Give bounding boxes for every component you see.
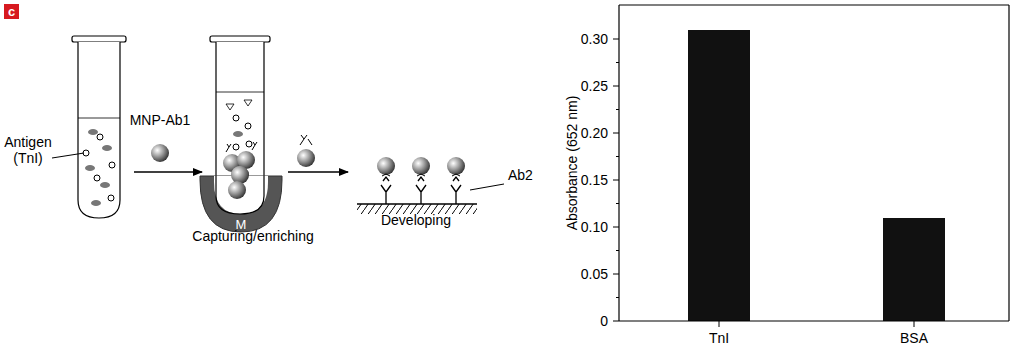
step-label: Capturing/enriching xyxy=(192,228,313,244)
step-label: Developing xyxy=(381,212,451,228)
category-label: BSA xyxy=(900,330,928,346)
tick-label: 0.10 xyxy=(581,219,608,235)
test-tube xyxy=(52,36,126,218)
axis-title: Absorbance (652 nm) xyxy=(564,96,580,231)
tick-label: 0.30 xyxy=(581,31,608,47)
magnet-shape xyxy=(200,176,282,232)
reaction-arrow xyxy=(134,144,202,172)
tick-label: 0.15 xyxy=(581,172,608,188)
tick-label: 0.25 xyxy=(581,78,608,94)
bar-chart xyxy=(613,5,1009,327)
node-text: c xyxy=(8,5,15,18)
tick-label: 0.05 xyxy=(581,266,608,282)
test-tube xyxy=(210,36,270,214)
sensor-surface xyxy=(357,157,504,214)
category-label: TnI xyxy=(709,330,729,346)
tick-label: 0 xyxy=(600,313,608,329)
antibody-label: Ab2 xyxy=(508,167,533,183)
tick-label: 0.20 xyxy=(581,125,608,141)
panel-label: c xyxy=(4,4,19,19)
reagent-label: MNP-Ab1 xyxy=(130,112,191,128)
antigen-label: Antigen (TnI) xyxy=(3,134,53,166)
reaction-arrow xyxy=(288,135,348,172)
